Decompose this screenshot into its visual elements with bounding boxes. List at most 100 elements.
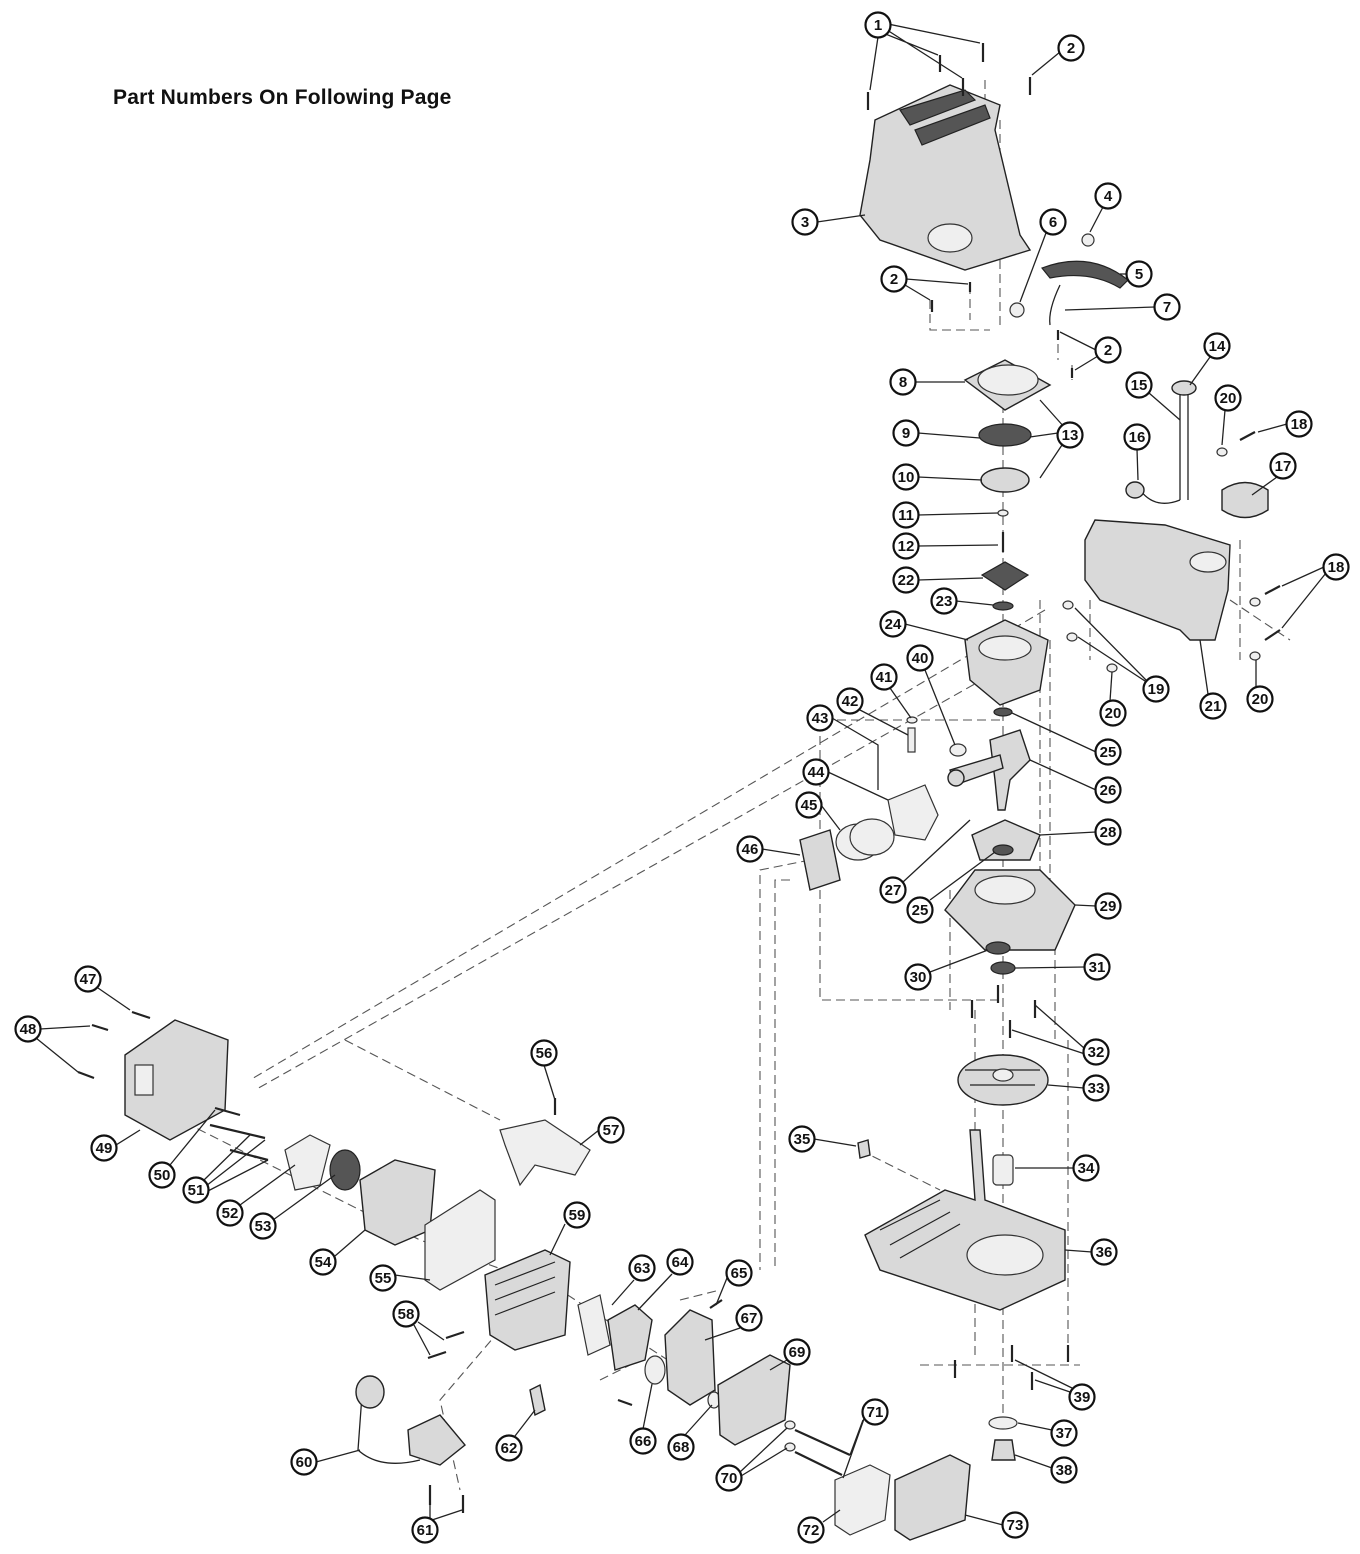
callout-4: 4	[1094, 182, 1122, 210]
callout-number: 18	[1328, 559, 1345, 576]
callout-circle	[148, 1161, 176, 1189]
callout-1: 1	[864, 11, 892, 39]
callout-43: 43	[806, 704, 834, 732]
callout-circle	[906, 896, 934, 924]
callout-18: 18	[1322, 553, 1350, 581]
callout-circle	[1322, 553, 1350, 581]
callout-circle	[1094, 336, 1122, 364]
callout-circle	[249, 1212, 277, 1240]
callout-number: 4	[1104, 188, 1113, 205]
callout-number: 44	[808, 764, 825, 781]
callout-59: 59	[563, 1201, 591, 1229]
callout-number: 33	[1088, 1080, 1105, 1097]
callout-circle	[889, 368, 917, 396]
callout-number: 72	[803, 1522, 820, 1539]
callout-circle	[1094, 776, 1122, 804]
callout-65: 65	[725, 1259, 753, 1287]
callout-number: 41	[876, 669, 893, 686]
engine-housing	[857, 1129, 1070, 1461]
callout-circle	[1039, 208, 1067, 236]
callout-39: 39	[1068, 1383, 1096, 1411]
callout-2: 2	[1094, 336, 1122, 364]
callout-19: 19	[1142, 675, 1170, 703]
callout-49: 49	[90, 1134, 118, 1162]
callout-circle	[1269, 452, 1297, 480]
callout-number: 73	[1007, 1517, 1024, 1534]
callout-35: 35	[788, 1125, 816, 1153]
callout-number: 30	[910, 969, 927, 986]
callout-22: 22	[892, 566, 920, 594]
callout-47: 47	[74, 965, 102, 993]
callout-54: 54	[309, 1248, 337, 1276]
callout-7: 7	[1153, 293, 1181, 321]
callout-50: 50	[148, 1161, 176, 1189]
callout-41: 41	[870, 663, 898, 691]
callout-number: 20	[1105, 705, 1122, 722]
callout-28: 28	[1094, 818, 1122, 846]
callout-46: 46	[736, 835, 764, 863]
callout-number: 20	[1220, 390, 1237, 407]
callout-26: 26	[1094, 776, 1122, 804]
callout-64: 64	[666, 1248, 694, 1276]
callout-circle	[836, 687, 864, 715]
callout-number: 57	[603, 1122, 620, 1139]
callout-number: 9	[902, 425, 910, 442]
callout-66: 66	[629, 1427, 657, 1455]
callout-circle	[1090, 1238, 1118, 1266]
callout-number: 49	[96, 1140, 113, 1157]
callout-52: 52	[216, 1199, 244, 1227]
callout-number: 19	[1148, 681, 1165, 698]
callout-2: 2	[880, 265, 908, 293]
callout-number: 45	[801, 797, 818, 814]
callout-51: 51	[182, 1176, 210, 1204]
callout-circle	[597, 1116, 625, 1144]
callout-number: 64	[672, 1254, 689, 1271]
callout-18: 18	[1285, 410, 1313, 438]
callout-number: 50	[154, 1167, 171, 1184]
callout-number: 29	[1100, 898, 1117, 915]
callout-number: 56	[536, 1045, 553, 1062]
callout-circle	[1082, 1074, 1110, 1102]
callout-37: 37	[1050, 1419, 1078, 1447]
callout-63: 63	[628, 1254, 656, 1282]
callout-30: 30	[904, 963, 932, 991]
cylinder	[427, 1249, 571, 1417]
callout-42: 42	[836, 687, 864, 715]
callout-number: 53	[255, 1218, 272, 1235]
crankshaft-and-piston	[799, 707, 1031, 891]
callout-23: 23	[930, 587, 958, 615]
callout-number: 35	[794, 1131, 811, 1148]
callout-circle	[870, 663, 898, 691]
callout-5: 5	[1125, 260, 1153, 288]
callout-circle	[788, 1125, 816, 1153]
callout-number: 8	[899, 374, 907, 391]
callout-68: 68	[667, 1433, 695, 1461]
flywheel	[957, 1054, 1049, 1186]
callout-circle	[1214, 384, 1242, 412]
callout-9: 9	[892, 419, 920, 447]
callout-45: 45	[795, 791, 823, 819]
callout-number: 28	[1100, 824, 1117, 841]
starter-handle	[1009, 233, 1129, 326]
callout-62: 62	[495, 1434, 523, 1462]
callout-circle	[1072, 1154, 1100, 1182]
callout-number: 12	[898, 538, 915, 555]
callout-number: 51	[188, 1182, 205, 1199]
callout-25: 25	[906, 896, 934, 924]
callout-number: 34	[1078, 1160, 1095, 1177]
callout-circle	[1142, 675, 1170, 703]
callout-20: 20	[1099, 699, 1127, 727]
callout-circle	[1001, 1511, 1029, 1539]
callout-circle	[795, 791, 823, 819]
starter-housing-assembly	[963, 359, 1052, 611]
throttle-bracket	[499, 1098, 591, 1187]
callout-number: 2	[1067, 40, 1075, 57]
callout-number: 43	[812, 710, 829, 727]
callout-number: 21	[1205, 698, 1222, 715]
callout-circle	[369, 1264, 397, 1292]
callout-number: 23	[936, 593, 953, 610]
callout-2: 2	[1057, 34, 1085, 62]
callout-number: 20	[1252, 691, 1269, 708]
callout-number: 47	[80, 971, 97, 988]
